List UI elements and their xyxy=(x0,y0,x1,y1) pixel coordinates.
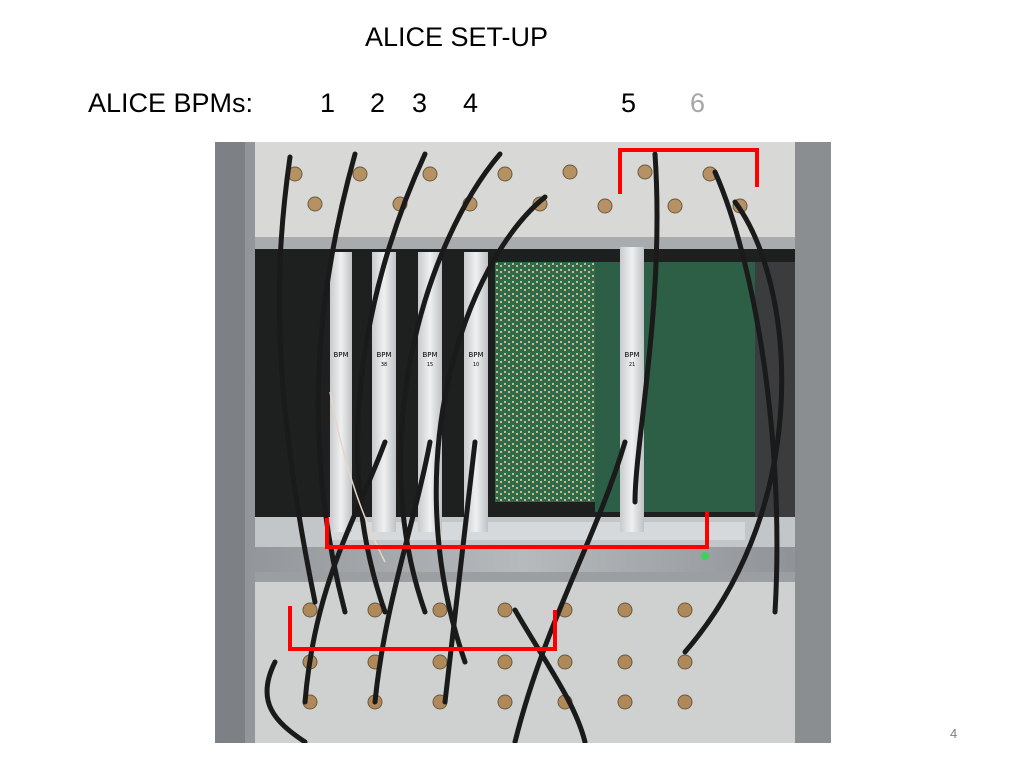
bpm-number-6: 6 xyxy=(690,88,706,118)
bpm-module-5: BPM 21 xyxy=(620,247,644,532)
bpm-label: ALICE BPMs: xyxy=(88,88,254,118)
module-label: BPM xyxy=(333,351,348,359)
module-label: BPM xyxy=(376,351,391,359)
bpm-module-1: BPM xyxy=(330,252,352,532)
module-number: 21 xyxy=(629,362,635,368)
bpm-row: ALICE BPMs: 1 2 3 4 5 6 xyxy=(0,88,1024,128)
module-label: BPM xyxy=(422,351,437,359)
module-number: 10 xyxy=(473,362,479,368)
bpm-number-2: 2 xyxy=(370,88,386,118)
page-number: 4 xyxy=(950,726,958,741)
bpm-number-4: 4 xyxy=(463,88,479,118)
rack-photo: BPM BPM 38 BPM 15 BPM 10 BPM 21 xyxy=(215,142,831,743)
slide-title: ALICE SET-UP xyxy=(364,22,549,52)
module-number: 15 xyxy=(427,362,433,368)
module-number: 38 xyxy=(381,362,387,368)
highlight-marks xyxy=(288,148,759,651)
bpm-number-5: 5 xyxy=(621,88,637,118)
bpm-module-2: BPM 38 xyxy=(372,252,396,532)
module-label: BPM xyxy=(624,351,639,359)
bpm-number-3: 3 xyxy=(412,88,428,118)
module-label: BPM xyxy=(468,351,483,359)
bpm-number-1: 1 xyxy=(320,88,336,118)
